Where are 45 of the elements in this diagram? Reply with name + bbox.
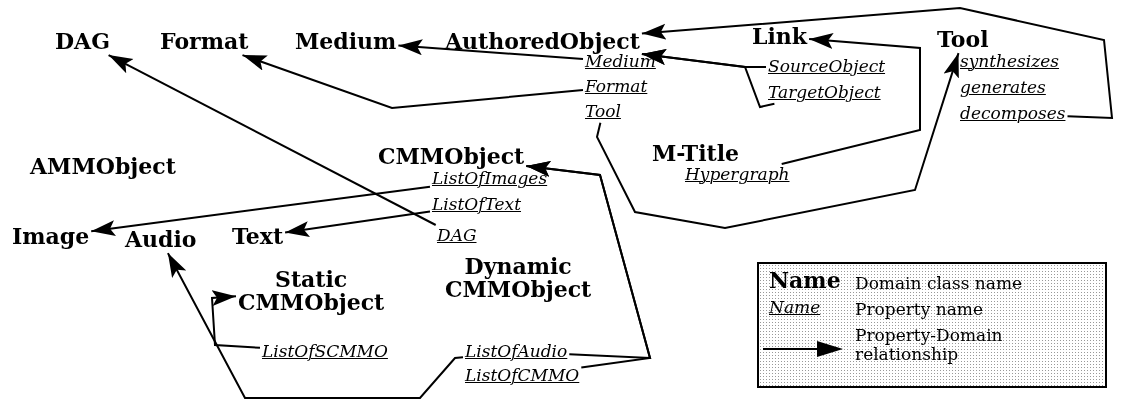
property-name: ListOfSCMMO (262, 343, 388, 361)
property-name: synthesizes (960, 53, 1060, 71)
class-name: Audio (125, 228, 197, 252)
arrow (166, 252, 464, 399)
property-name: TargetObject (768, 84, 881, 102)
class-name: M-Title (652, 142, 740, 166)
class-name: Dynamic CMMObject (445, 255, 592, 302)
property-name: Medium (585, 53, 656, 71)
legend-text: Property name (855, 300, 984, 319)
arrow (640, 7, 1114, 120)
class-name: AMMObject (30, 155, 176, 179)
property-name: decomposes (960, 105, 1066, 123)
class-name: CMMObject (378, 145, 525, 169)
class-name: Name (769, 268, 841, 293)
property-name: Format (585, 78, 648, 96)
property-name: SourceObject (768, 58, 886, 76)
property-name: generates (960, 79, 1046, 97)
class-name: Static CMMObject (238, 268, 385, 315)
arrow (595, 52, 960, 229)
arrow (241, 54, 584, 109)
property-name: ListOfText (432, 196, 521, 214)
arrow (640, 49, 776, 109)
property-name: DAG (437, 227, 477, 245)
property-name: ListOfCMMO (465, 367, 580, 385)
class-name: DAG (55, 30, 110, 54)
class-name: Link (752, 25, 808, 49)
class-name: AuthoredObject (445, 30, 640, 54)
arrow (284, 210, 431, 238)
class-name: Medium (295, 30, 397, 54)
legend-text: Domain class name (855, 274, 1024, 293)
property-name: ListOfAudio (465, 343, 568, 361)
arrow (90, 185, 431, 236)
arrow (210, 290, 261, 349)
arrow (397, 39, 584, 61)
property-name: Tool (585, 103, 621, 121)
property-name: ListOfImages (432, 170, 548, 188)
legend-text: Property-Domain relationship (855, 326, 1095, 364)
class-name: Format (160, 30, 249, 54)
arrow (780, 32, 921, 165)
class-name: Image (12, 225, 90, 249)
class-name: Text (232, 225, 284, 249)
arrow (107, 54, 437, 226)
property-name: Name (769, 298, 821, 317)
property-name: Hypergraph (685, 166, 790, 184)
class-name: Tool (937, 28, 989, 52)
